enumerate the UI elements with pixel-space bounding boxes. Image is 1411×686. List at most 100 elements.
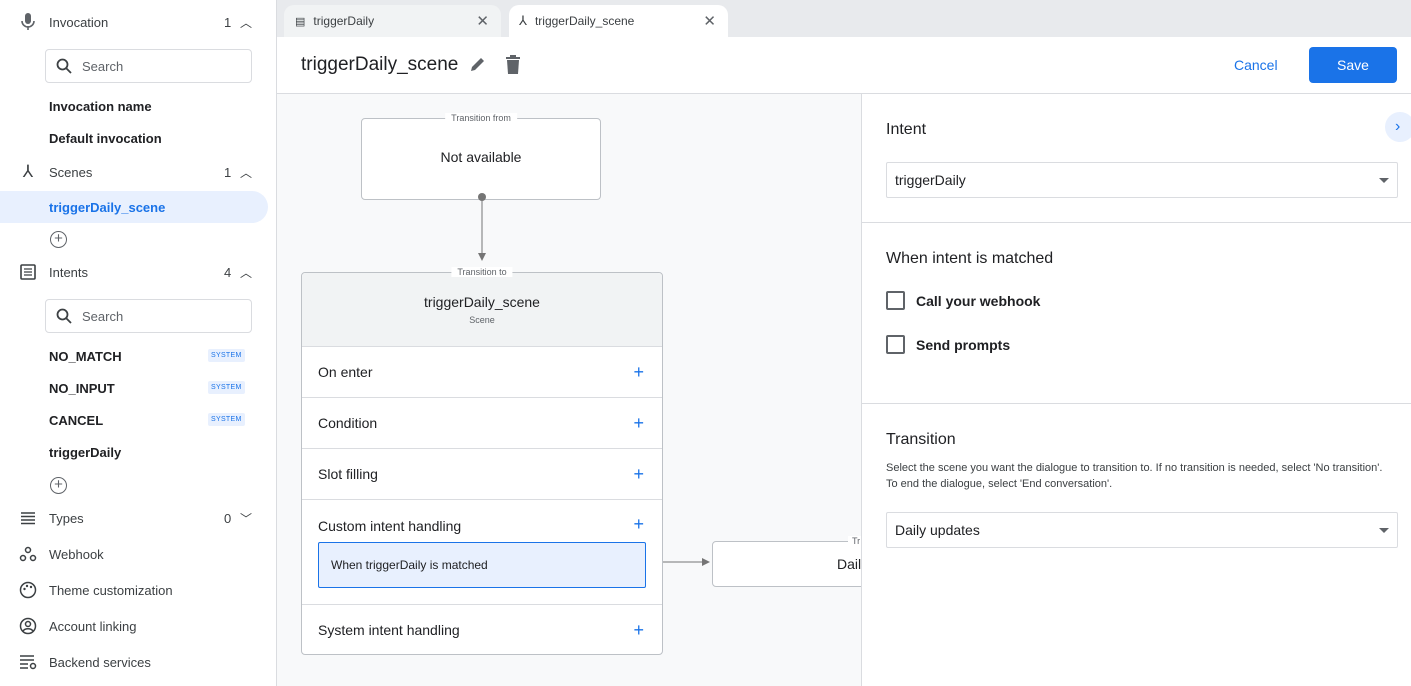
sidebar-item-label: Account linking <box>49 618 137 634</box>
sidebar-item-theme[interactable]: Theme customization <box>0 576 276 604</box>
checkbox-icon <box>886 291 905 310</box>
checkbox-icon <box>886 335 905 354</box>
section-count: 1 <box>224 164 232 180</box>
invocation-name-item[interactable]: Invocation name <box>49 99 152 114</box>
intent-list-icon <box>18 262 38 282</box>
intent-item[interactable]: NO_MATCH <box>49 349 122 364</box>
add-plus-icon[interactable]: + <box>633 619 644 640</box>
send-prompts-checkbox[interactable]: Send prompts <box>886 335 1010 354</box>
cancel-button[interactable]: Cancel <box>1234 57 1278 73</box>
intent-item[interactable]: triggerDaily <box>49 445 122 460</box>
intent-handler-item[interactable]: When triggerDaily is matched <box>318 542 646 588</box>
checkbox-label: Send prompts <box>916 336 1011 353</box>
transition-heading: Transition <box>886 431 956 448</box>
scene-merge-icon: ⅄ <box>22 162 34 181</box>
add-plus-icon[interactable]: + <box>633 361 644 382</box>
node-legend: Tr <box>848 536 861 546</box>
section-label: Intents <box>49 264 89 280</box>
search-placeholder: Search <box>82 58 124 74</box>
row-label: Slot filling <box>318 466 378 482</box>
row-label: Custom intent handling <box>318 518 462 534</box>
section-invocation[interactable]: Invocation 1 ︿ <box>0 8 276 36</box>
section-count: 0 <box>224 510 232 526</box>
sidebar-item-label: Theme customization <box>49 582 173 598</box>
scene-node: Transition to triggerDaily_scene Scene O… <box>301 267 663 655</box>
select-value: triggerDaily <box>895 172 966 188</box>
scene-node-subtitle: Scene <box>469 315 495 325</box>
sidebar-item-webhook[interactable]: Webhook <box>0 540 276 568</box>
section-label: Scenes <box>49 164 93 180</box>
webhook-icon <box>18 544 38 564</box>
divider <box>862 403 1411 404</box>
section-intents[interactable]: Intents 4 ︿ <box>0 258 276 286</box>
row-system-intent-handling[interactable]: System intent handling + <box>302 604 662 655</box>
intents-search-input[interactable]: Search <box>45 299 252 333</box>
row-custom-intent-handling: Custom intent handling + When triggerDail… <box>302 499 662 604</box>
node-legend: Transition from <box>445 113 517 123</box>
transition-target-node[interactable]: Tr Dail <box>712 536 861 587</box>
scene-item-selected[interactable]: triggerDaily_scene <box>0 191 268 223</box>
search-icon <box>56 58 72 74</box>
row-on-enter[interactable]: On enter+ <box>302 346 662 397</box>
intent-heading: Intent <box>886 121 927 138</box>
sidebar-item-account-linking[interactable]: Account linking <box>0 612 276 640</box>
add-plus-icon[interactable]: + <box>633 514 644 534</box>
scene-icon: ⅄ <box>519 13 527 28</box>
sidebar-item-label: Webhook <box>49 546 104 562</box>
search-placeholder: Search <box>82 308 124 324</box>
row-label: Condition <box>318 415 378 431</box>
save-button[interactable]: Save <box>1309 47 1397 83</box>
backend-settings-icon <box>18 652 38 672</box>
row-condition[interactable]: Condition + <box>302 397 662 448</box>
node-text: Dail <box>837 556 861 572</box>
tab-label: triggerDaily <box>313 14 375 28</box>
chevron-up-icon[interactable]: ︿ <box>240 15 253 30</box>
intent-item[interactable]: NO_INPUT <box>49 381 115 396</box>
intent-select[interactable]: triggerDaily <box>886 162 1398 198</box>
types-list-icon <box>18 508 38 528</box>
close-tab-icon[interactable]: ✕ <box>476 13 489 30</box>
intent-item[interactable]: CANCEL <box>49 413 104 428</box>
intent-icon: ▤ <box>295 15 306 28</box>
section-scenes[interactable]: ⅄ Scenes 1 ︿ <box>0 158 276 186</box>
tab-trigger-daily[interactable]: ▤ triggerDaily ✕ <box>284 5 501 37</box>
divider <box>862 222 1411 223</box>
system-badge: SYSTEM <box>208 349 245 362</box>
microphone-icon <box>18 12 38 32</box>
scene-node-header: Transition to triggerDaily_scene Scene <box>302 267 662 346</box>
delete-trash-icon[interactable] <box>505 55 521 77</box>
node-text: Not available <box>440 149 522 165</box>
add-plus-icon[interactable]: + <box>633 463 644 484</box>
chevron-up-icon[interactable]: ︿ <box>240 265 253 280</box>
scene-node-title: triggerDaily_scene <box>424 294 540 310</box>
row-label: System intent handling <box>318 622 460 638</box>
row-slot-filling[interactable]: Slot filling + <box>302 448 662 499</box>
scene-header: triggerDaily_scene Cancel Save <box>277 37 1411 94</box>
transition-select[interactable]: Daily updates <box>886 512 1398 548</box>
dropdown-arrow-icon <box>1379 178 1389 183</box>
add-intent-icon[interactable]: + <box>50 477 67 494</box>
default-invocation-item[interactable]: Default invocation <box>49 131 162 146</box>
transition-from-node: Transition from Not available <box>361 113 601 200</box>
select-value: Daily updates <box>895 522 980 538</box>
transition-help-text: Select the scene you want the dialogue t… <box>886 462 1383 490</box>
add-plus-icon[interactable]: + <box>633 412 644 433</box>
chevron-up-icon[interactable]: ︿ <box>240 165 253 180</box>
section-label: Invocation <box>49 14 109 30</box>
chevron-down-icon[interactable]: ﹀ <box>240 511 253 526</box>
sidebar-item-backend-services[interactable]: Backend services <box>0 648 276 676</box>
sidebar-item-label: Backend services <box>49 654 151 670</box>
account-circle-icon <box>18 616 38 636</box>
tab-label: triggerDaily_scene <box>534 14 635 28</box>
section-types[interactable]: Types 0 ﹀ <box>0 504 276 532</box>
invocation-search-input[interactable]: Search <box>45 49 252 83</box>
dropdown-arrow-icon <box>1379 528 1389 533</box>
tab-trigger-daily-scene[interactable]: ⅄ triggerDaily_scene ✕ <box>509 5 728 37</box>
section-count: 1 <box>224 14 232 30</box>
add-scene-icon[interactable]: + <box>50 231 67 248</box>
edit-pencil-icon[interactable] <box>469 55 487 76</box>
collapse-chevron-right-icon[interactable]: › <box>1385 112 1411 142</box>
call-webhook-checkbox[interactable]: Call your webhook <box>886 291 1040 310</box>
close-tab-icon[interactable]: ✕ <box>703 13 716 30</box>
tab-bar: ▤ triggerDaily ✕ ⅄ triggerDaily_scene ✕ <box>277 0 1411 37</box>
